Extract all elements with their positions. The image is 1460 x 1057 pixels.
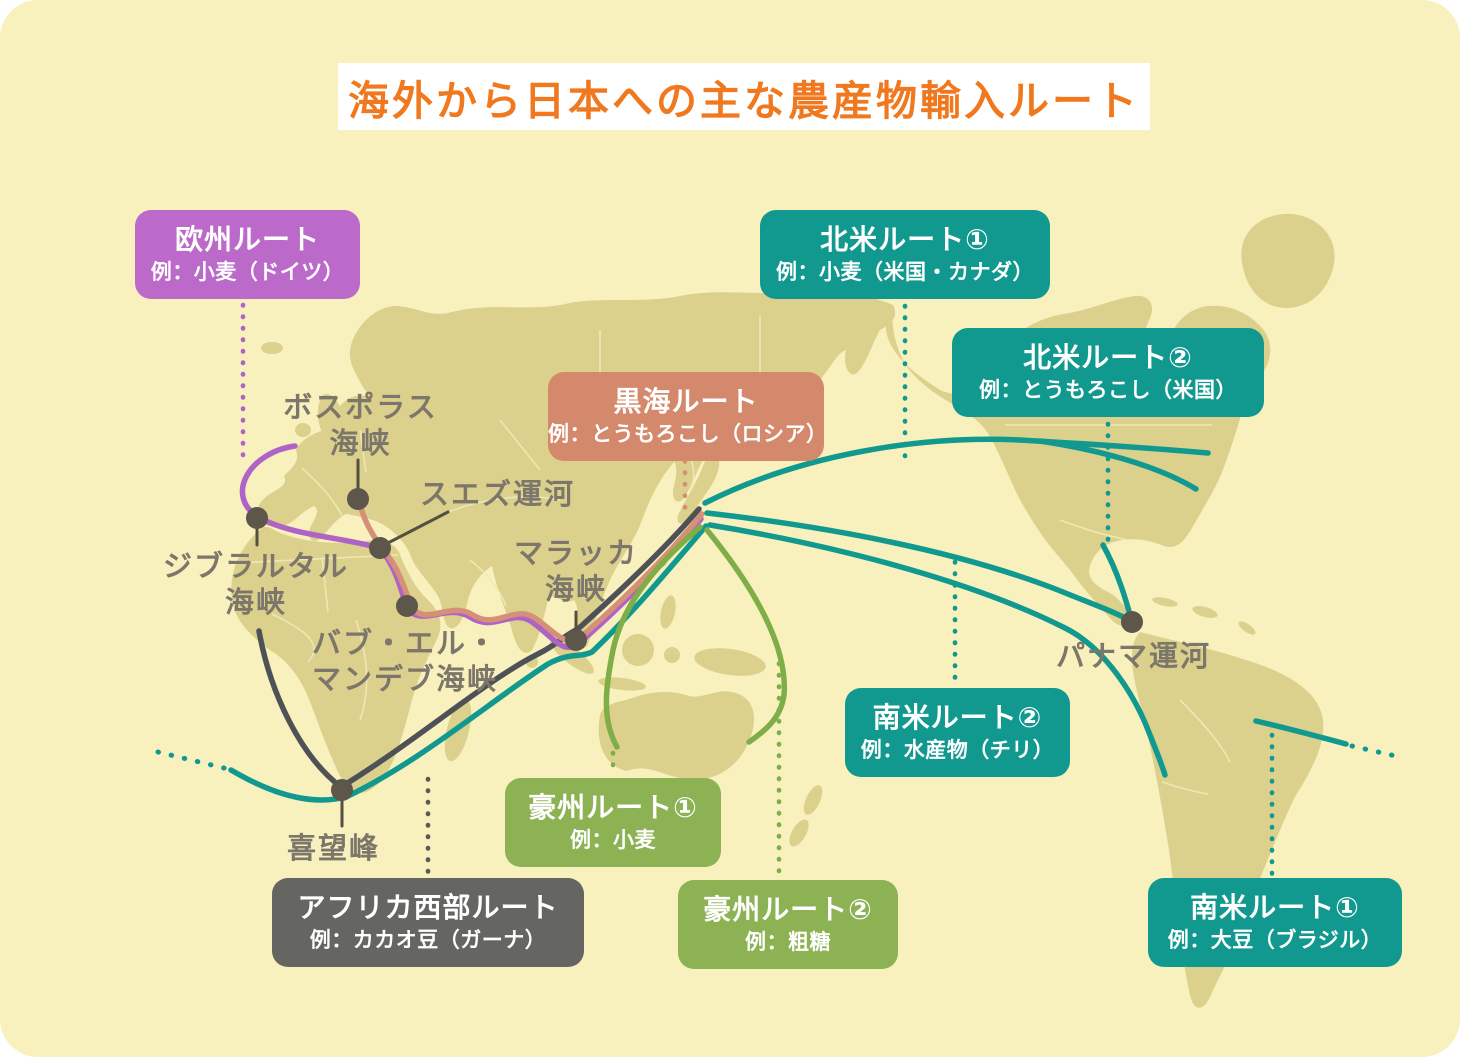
geo-label-gibraltar: ジブラルタル 海峡 xyxy=(158,549,354,621)
island-japan xyxy=(677,451,720,524)
route-example: 例：粗糖 xyxy=(745,931,831,954)
route-line-west-africa xyxy=(256,506,702,791)
route-box-australia-1: 豪州ルート① 例：小麦 xyxy=(505,778,721,867)
island-iceland xyxy=(261,342,283,354)
geo-label-line: ボスポラス xyxy=(283,392,438,424)
route-box-black-sea: 黒海ルート 例：とうもろこし（ロシア） xyxy=(548,372,828,461)
geo-label-line: バブ・エル・ xyxy=(311,628,498,660)
geo-label-line: 喜望峰 xyxy=(287,833,381,865)
route-line-south-america-1-right-dotted xyxy=(1349,743,1403,760)
landmass-africa xyxy=(231,526,441,794)
island-sulawesi xyxy=(664,647,680,663)
geo-label-suez: スエズ運河 xyxy=(420,477,575,513)
route-example: 例：小麦（ドイツ） xyxy=(150,261,345,284)
route-name: アフリカ西部ルート xyxy=(297,892,559,923)
page-title-box: 海外から日本への主な農産物輸入ルート xyxy=(338,63,1150,130)
route-line-south-america-1-brazil xyxy=(1253,718,1349,747)
geo-label-bab-el-mandeb: バブ・エル・ マンデブ海峡 xyxy=(300,626,510,698)
landmass-australia xyxy=(598,691,755,780)
island-new-guinea xyxy=(694,648,766,676)
island-cuba xyxy=(1152,597,1178,607)
dot-panama xyxy=(1121,611,1143,633)
island-nz-south xyxy=(789,819,809,847)
route-example: 例：とうもろこし（ロシア） xyxy=(548,423,828,446)
route-box-south-america-1: 南米ルート① 例：大豆（ブラジル） xyxy=(1148,878,1402,967)
page-title: 海外から日本への主な農産物輸入ルート xyxy=(348,77,1140,124)
route-example: 例：とうもろこし（米国） xyxy=(979,379,1237,402)
strait-dots xyxy=(246,488,1143,801)
dot-bosporus xyxy=(347,488,369,510)
island-uk xyxy=(317,393,346,444)
route-example: 例：小麦（米国・カナダ） xyxy=(776,261,1034,284)
geo-label-line: ジブラルタル xyxy=(162,551,349,583)
route-example: 例：カカオ豆（ガーナ） xyxy=(309,929,547,952)
route-name: 豪州ルート② xyxy=(703,894,873,925)
landmass-scandinavia xyxy=(349,337,397,403)
geo-label-cape-of-good-hope: 喜望峰 xyxy=(287,831,380,867)
leader-suez xyxy=(384,510,450,546)
route-name: 北米ルート① xyxy=(820,224,990,255)
dot-cape-of-good-hope xyxy=(331,779,353,801)
geo-label-line: マラッカ xyxy=(513,538,638,570)
geo-label-line: 海峡 xyxy=(544,574,607,606)
island-antilles xyxy=(1238,621,1256,635)
dot-gibraltar xyxy=(246,507,268,529)
island-nz-north xyxy=(803,785,823,815)
route-line-north-america-1 xyxy=(702,436,1211,506)
dot-malacca xyxy=(565,629,587,651)
geo-label-line: パナマ運河 xyxy=(1056,641,1212,673)
geo-label-line: スエズ運河 xyxy=(420,479,576,511)
route-box-europe: 欧州ルート 例：小麦（ドイツ） xyxy=(135,210,360,299)
routes xyxy=(155,436,1403,803)
geo-label-malacca: マラッカ 海峡 xyxy=(512,536,640,608)
route-box-north-america-1: 北米ルート① 例：小麦（米国・カナダ） xyxy=(760,210,1050,299)
route-line-australia-1 xyxy=(603,524,703,750)
route-example: 例：大豆（ブラジル） xyxy=(1167,929,1383,952)
island-philippines xyxy=(660,595,676,629)
dot-suez xyxy=(369,537,391,559)
route-box-north-america-2: 北米ルート② 例：とうもろこし（米国） xyxy=(952,328,1264,417)
route-name: 黒海ルート xyxy=(613,386,759,417)
geo-label-bosporus: ボスポラス 海峡 xyxy=(268,390,453,462)
route-name: 南米ルート① xyxy=(1190,892,1360,923)
route-line-south-america-1-left-dotted xyxy=(155,749,231,772)
route-box-west-africa: アフリカ西部ルート 例：カカオ豆（ガーナ） xyxy=(272,878,584,967)
route-line-north-america-2 xyxy=(704,510,1137,629)
route-example: 例：小麦 xyxy=(570,829,656,852)
geo-label-panama: パナマ運河 xyxy=(1056,639,1211,675)
geo-label-line: マンデブ海峡 xyxy=(311,664,498,696)
island-greenland xyxy=(1241,213,1335,308)
route-line-australia-2 xyxy=(704,527,788,745)
route-name: 南米ルート② xyxy=(872,702,1043,733)
island-ireland xyxy=(295,423,311,437)
strait-label-leaders xyxy=(255,458,578,828)
route-name: 欧州ルート xyxy=(174,224,320,255)
geo-label-line: 海峡 xyxy=(224,587,287,619)
dot-bab-el-mandeb xyxy=(396,595,418,617)
leader-lines-dotted xyxy=(240,302,1275,879)
island-borneo xyxy=(622,634,654,666)
route-line-south-america-1 xyxy=(228,523,709,803)
route-example: 例：水産物（チリ） xyxy=(860,739,1055,762)
route-line-south-america-2 xyxy=(707,522,1168,778)
route-line-north-america-1-branch xyxy=(1037,438,1199,492)
geo-label-line: 海峡 xyxy=(329,428,392,460)
island-hispaniola xyxy=(1192,606,1218,618)
route-name: 北米ルート② xyxy=(1023,342,1193,373)
route-box-south-america-2: 南米ルート② 例：水産物（チリ） xyxy=(845,688,1070,777)
route-box-australia-2: 豪州ルート② 例：粗糖 xyxy=(678,880,898,969)
route-name: 豪州ルート① xyxy=(528,792,698,823)
